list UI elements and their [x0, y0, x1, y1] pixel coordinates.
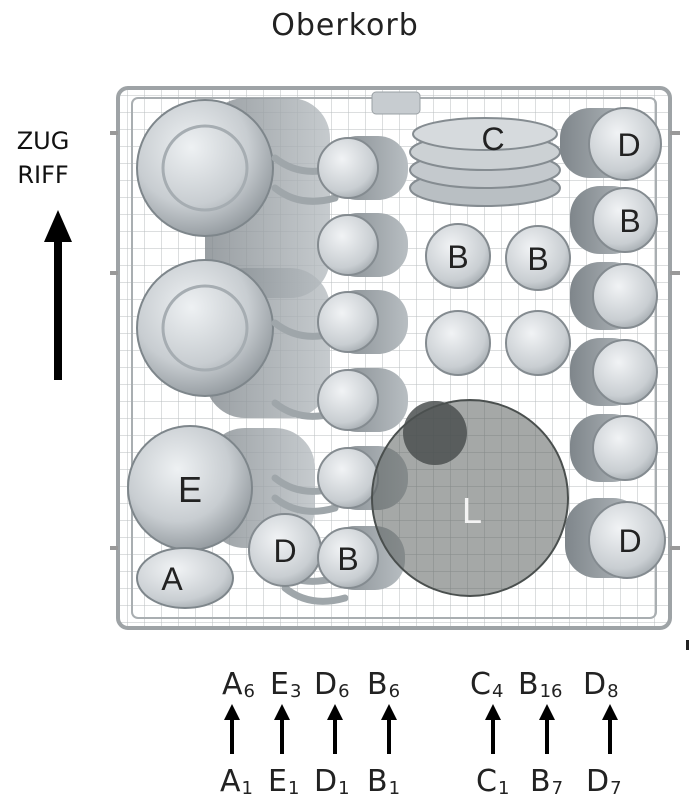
cup-center-right-lower — [505, 310, 571, 376]
label-l: L — [462, 490, 482, 531]
top-label-b6: B6 — [367, 667, 401, 702]
arrow-up-icon-2 — [274, 704, 290, 754]
bottom-label-a1: A1 — [220, 764, 253, 799]
bowl-top-left — [136, 98, 330, 298]
bottom-label-c1: C1 — [476, 764, 510, 799]
cup-b-center-right: B — [505, 225, 571, 291]
cup-column-right — [570, 262, 658, 482]
bottom-label-b1: B1 — [367, 764, 401, 799]
arrow-up-icon-6 — [539, 704, 555, 754]
top-label-e3: E3 — [270, 667, 302, 702]
top-label-b16: B16 — [518, 667, 563, 702]
cup-d-bottom-right: D — [565, 498, 666, 579]
label-e: E — [178, 469, 202, 510]
label-d-bottom-right: D — [618, 523, 641, 559]
arrow-up-icon-3 — [327, 704, 343, 754]
handle-label-line-1: ZUG — [16, 127, 70, 155]
label-b-center-right: B — [527, 241, 548, 277]
bottom-label-d7: D7 — [586, 764, 622, 799]
bottom-label-e1: E1 — [268, 764, 300, 799]
label-a: A — [161, 561, 183, 597]
handle-label-line-2: RIFF — [17, 161, 69, 189]
cup-a: A — [136, 547, 234, 609]
cup-center-left-lower — [425, 310, 491, 376]
arrow-up-icon-7 — [602, 704, 618, 754]
bowl-middle-left — [136, 259, 330, 418]
label-b-bottom: B — [337, 541, 358, 577]
label-d-top-right: D — [617, 127, 640, 163]
arrow-up-icon-1 — [224, 704, 240, 754]
large-item-l: L — [371, 399, 569, 597]
label-b-center-left: B — [447, 239, 468, 275]
arrow-up-icon-4 — [381, 704, 397, 754]
label-b-right: B — [619, 203, 640, 239]
top-label-d8: D8 — [583, 667, 619, 702]
top-label-d6: D6 — [314, 667, 350, 702]
pull-direction-arrow-icon — [44, 210, 72, 380]
diagram-title: Oberkorb — [271, 8, 419, 43]
arrow-icons — [224, 704, 618, 754]
cup-b-center-left: B — [425, 223, 491, 289]
handle-label: ZUG RIFF — [8, 124, 78, 192]
arrow-up-icon-5 — [485, 704, 501, 754]
cup-d-bottom-left: D — [248, 513, 322, 587]
top-label-c4: C4 — [470, 667, 504, 702]
bottom-label-b7: B7 — [530, 764, 564, 799]
plates-c: C — [409, 117, 561, 207]
cup-b-right: B — [570, 186, 658, 254]
cup-d-top-right: D — [560, 107, 662, 181]
margin-tick — [686, 640, 689, 650]
label-d-bottom-left: D — [273, 533, 296, 569]
bottom-label-d1: D1 — [314, 764, 350, 799]
upper-basket-diagram: E A D B C — [110, 86, 680, 630]
top-label-a6: A6 — [222, 667, 255, 702]
row-arrows — [224, 704, 618, 754]
label-c: C — [481, 121, 504, 157]
